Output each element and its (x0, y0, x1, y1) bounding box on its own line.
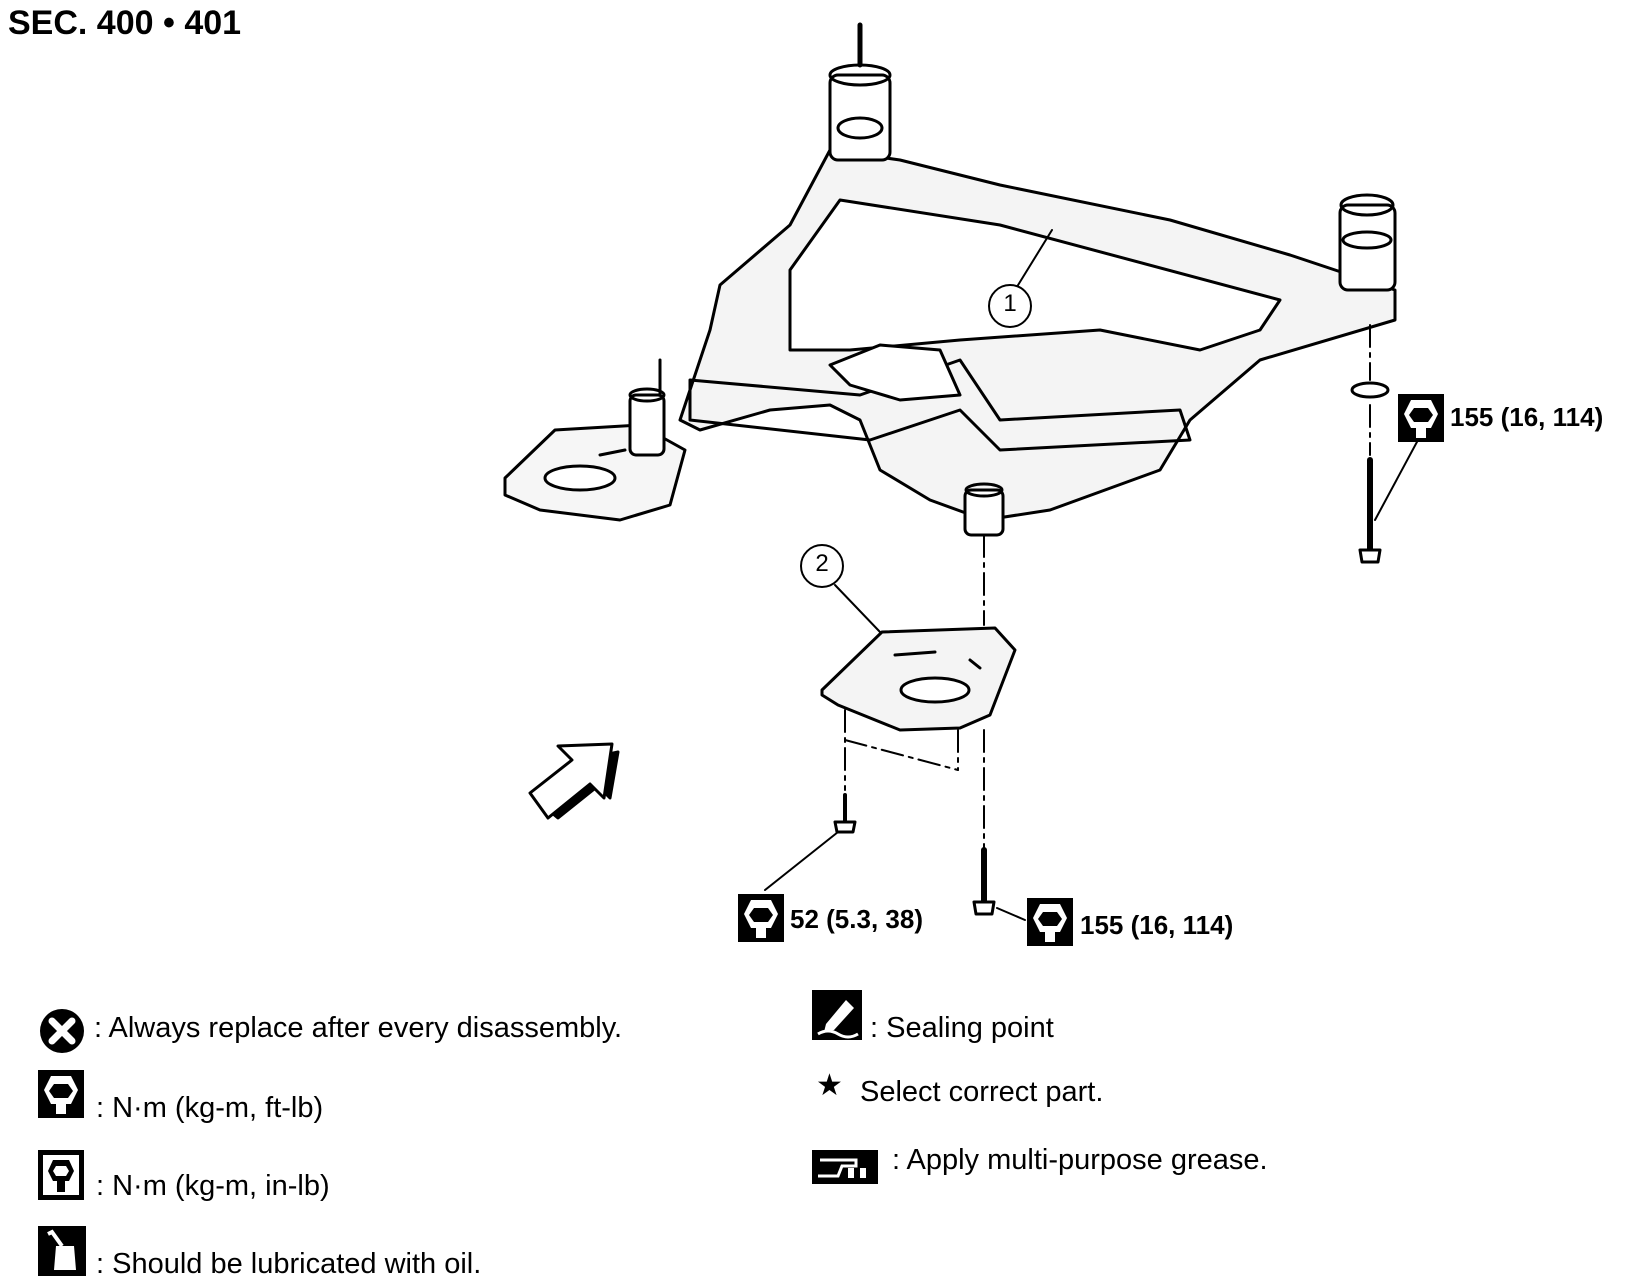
legend-oil-text: : Should be lubricated with oil. (96, 1248, 482, 1280)
grease-icon (812, 1150, 878, 1184)
section-title: SEC. 400 • 401 (8, 4, 242, 42)
leader-part-1 (1014, 229, 1053, 291)
torque-wrench-icon (38, 1070, 84, 1118)
torque-callout-155-lower: 155 (16, 114) (1080, 910, 1234, 940)
center-bracket (828, 343, 962, 402)
leader-bolt-155-lower (996, 907, 1026, 921)
torque-wrench-icon (1027, 898, 1073, 946)
legend-inlb-text: : N·m (kg-m, in-lb) (96, 1170, 330, 1202)
leader-part-2 (834, 584, 881, 633)
legend-grease-text: : Apply multi-purpose grease. (892, 1144, 1268, 1176)
replace-x-icon (40, 1009, 84, 1053)
legend-ftlb-text: : N·m (kg-m, ft-lb) (96, 1092, 324, 1124)
leader-bolt-155-right (1374, 439, 1419, 521)
frame-inner-opening (788, 198, 1282, 352)
legend-sealing-text: : Sealing point (870, 1012, 1054, 1044)
legend-replace-text: : Always replace after every disassembly… (94, 1012, 623, 1044)
leader-bolt-52 (764, 831, 839, 891)
sealing-point-icon (812, 990, 862, 1040)
torque-callout-52: 52 (5.3, 38) (790, 904, 923, 934)
star-icon: ★ (816, 1068, 843, 1103)
part-number-1: 1 (1003, 290, 1017, 317)
torque-wrench-filled-icon (38, 1150, 84, 1200)
part-1-circle (988, 284, 1032, 328)
part-2-circle (800, 544, 844, 588)
part-number-2: 2 (815, 550, 829, 577)
torque-wrench-icon (1398, 394, 1444, 442)
torque-callout-right: 155 (16, 114) (1450, 402, 1604, 432)
front-direction-arrow (528, 742, 620, 820)
oil-can-icon (38, 1226, 86, 1276)
torque-wrench-icon (738, 894, 784, 942)
legend-star-text: Select correct part. (860, 1076, 1104, 1108)
